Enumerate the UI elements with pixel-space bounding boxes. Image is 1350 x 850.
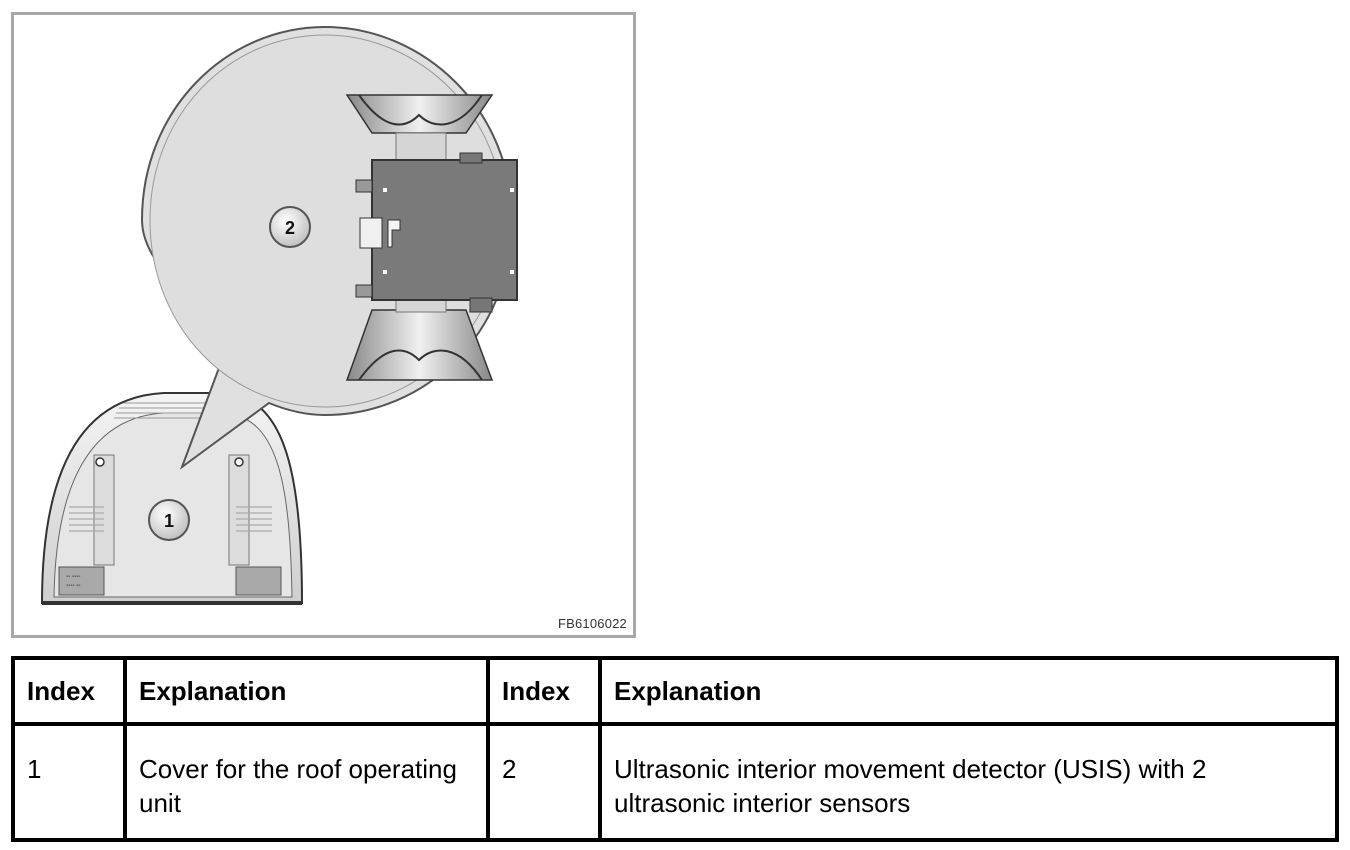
header-index-1: Index xyxy=(11,656,127,726)
figure-id: FB6106022 xyxy=(557,616,627,631)
row-explanation-1: Cover for the roof operating unit xyxy=(123,722,490,842)
callout-1-label: 1 xyxy=(164,511,174,531)
svg-text:▪▪ ▪▪▪▪: ▪▪ ▪▪▪▪ xyxy=(66,574,80,580)
callout-2: 2 xyxy=(269,206,311,248)
figure-frame: ▪▪ ▪▪▪▪ ▪▪▪▪ ▪▪ xyxy=(11,12,636,638)
roof-operating-unit-cover: ▪▪ ▪▪▪▪ ▪▪▪▪ ▪▪ xyxy=(40,392,304,605)
header-index-2: Index xyxy=(486,656,602,726)
legend-table: Index Explanation Index Explanation 1 Co… xyxy=(11,656,1339,842)
row-explanation-2: Ultrasonic interior movement detector (U… xyxy=(598,722,1339,842)
callout-2-label: 2 xyxy=(285,218,295,238)
row-index-1: 1 xyxy=(11,722,127,842)
technical-illustration: ▪▪ ▪▪▪▪ ▪▪▪▪ ▪▪ xyxy=(40,25,518,605)
callout-1: 1 xyxy=(148,499,190,541)
table-row: 1 Cover for the roof operating unit 2 Ul… xyxy=(11,722,1339,842)
header-explanation-2: Explanation xyxy=(598,656,1339,726)
row-index-2: 2 xyxy=(486,722,602,842)
legend-header-row: Index Explanation Index Explanation xyxy=(11,656,1339,726)
header-explanation-1: Explanation xyxy=(123,656,490,726)
svg-text:▪▪▪▪ ▪▪: ▪▪▪▪ ▪▪ xyxy=(66,583,80,589)
magnified-view-bubble xyxy=(140,25,518,470)
